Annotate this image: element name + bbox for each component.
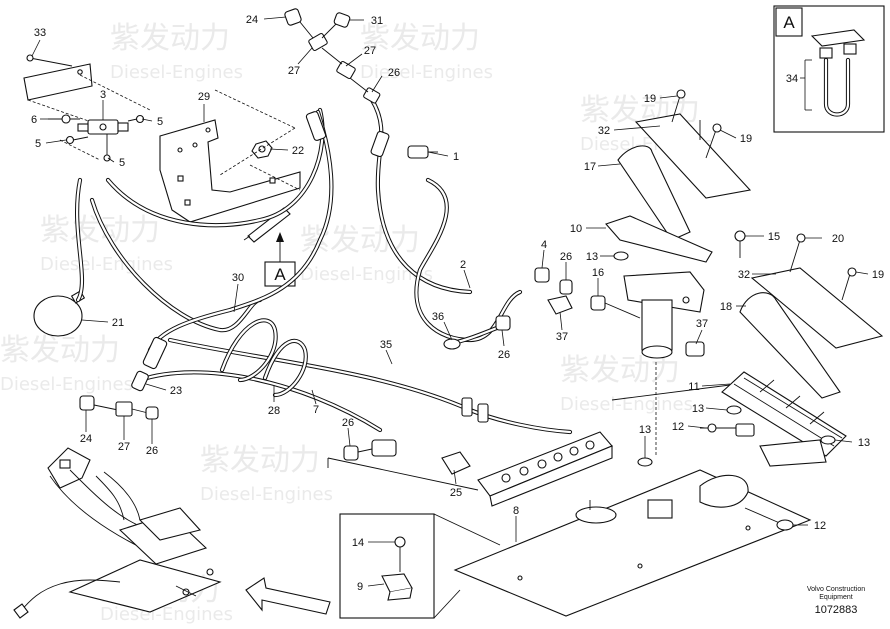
callout-31: 31	[371, 15, 383, 27]
callout-37: 37	[556, 331, 568, 343]
watermark-sub: Diesel-Engines	[110, 62, 243, 83]
callout-17: 17	[584, 161, 596, 173]
callout-26: 26	[146, 445, 158, 457]
machine-overview	[13, 447, 222, 619]
manifold-block	[327, 384, 731, 507]
footer-company: Volvo Construction	[807, 586, 865, 593]
callout-5: 5	[157, 116, 163, 128]
footer-info: Volvo Construction Equipment 1072883	[807, 586, 865, 616]
callout-26: 26	[498, 349, 510, 361]
callout-37: 37	[696, 318, 708, 330]
callout-12: 12	[672, 421, 684, 433]
callout-20: 20	[832, 233, 844, 245]
view-a-marker: A	[264, 232, 296, 287]
pedal-cover	[634, 113, 752, 199]
callout-19: 19	[644, 93, 656, 105]
middle-fittings	[79, 267, 641, 475]
pedal-tread	[721, 371, 847, 457]
callout-28: 28	[268, 405, 280, 417]
callout-7: 7	[313, 404, 319, 416]
callout-12: 12	[814, 520, 826, 532]
callout-35: 35	[380, 339, 392, 351]
callout-19: 19	[740, 133, 752, 145]
left-valve-group	[23, 54, 301, 337]
callout-23: 23	[170, 385, 182, 397]
bracket-plate	[159, 119, 301, 223]
callout-24: 24	[80, 433, 92, 445]
mounting-plate	[23, 63, 93, 101]
callout-16: 16	[592, 267, 604, 279]
callout-15: 15	[768, 231, 780, 243]
footer-company-sub: Equipment	[819, 594, 853, 601]
callout-26: 26	[388, 67, 400, 79]
detail-view-a: A	[773, 5, 885, 133]
lower-pedal-assembly	[700, 233, 884, 467]
callout-27: 27	[364, 45, 376, 57]
callout-22: 22	[292, 145, 304, 157]
callout-19: 19	[872, 269, 884, 281]
callout-14: 14	[352, 537, 364, 549]
watermark-sub: Diesel-Engines	[560, 394, 693, 415]
floor-plate	[453, 457, 812, 617]
callout-32: 32	[738, 269, 750, 281]
callout-33: 33	[34, 27, 46, 39]
callout-9: 9	[357, 581, 363, 593]
callout-10: 10	[570, 223, 582, 235]
callout-11: 11	[688, 381, 699, 393]
callout-8: 8	[513, 505, 519, 517]
watermark-brand: 紫发动力	[110, 21, 230, 56]
callout-21: 21	[112, 317, 124, 329]
callout-1: 1	[453, 151, 459, 163]
callout-26: 26	[560, 251, 572, 263]
upper-pedal-assembly	[605, 89, 752, 455]
callout-32: 32	[598, 125, 610, 137]
callout-13: 13	[858, 437, 870, 449]
drawing-number: 1072883	[815, 604, 858, 616]
accumulator-sphere	[33, 295, 83, 337]
callout-4: 4	[541, 239, 547, 251]
callout-27: 27	[288, 65, 300, 77]
callout-5: 5	[119, 157, 125, 169]
detail-box-fasteners	[339, 513, 501, 619]
callout-13: 13	[586, 251, 598, 263]
detail-a-letter: A	[783, 13, 795, 32]
fastener-detail-frame	[339, 513, 435, 619]
callout-24: 24	[246, 14, 258, 26]
callout-3: 3	[100, 89, 106, 101]
callout-13: 13	[692, 403, 704, 415]
pointer-arrow	[245, 577, 331, 615]
callout-labels: 33 24 31 27 27 26 3 29 6 5 5 5 22 1 21 3…	[31, 14, 884, 593]
view-a-letter: A	[274, 265, 286, 284]
watermark-brand: 紫发动力	[200, 443, 320, 478]
callout-27: 27	[118, 441, 130, 453]
hose-lines	[75, 97, 573, 435]
leader-lines	[31, 16, 869, 587]
callout-2: 2	[460, 259, 466, 271]
watermark-sub: Diesel-Engines	[100, 604, 233, 625]
watermark-sub: Diesel-Engines	[360, 62, 493, 83]
watermark-sub: Diesel-Engines	[300, 264, 433, 285]
watermark-sub: Diesel-Engines	[200, 484, 333, 505]
callout-36: 36	[432, 311, 444, 323]
watermark-brand: 紫发动力	[0, 333, 120, 368]
callout-5: 5	[35, 138, 41, 150]
callout-18: 18	[720, 301, 732, 313]
watermark-sub: Diesel-Engines	[40, 254, 173, 275]
callout-25: 25	[450, 487, 462, 499]
pedal-cover	[750, 267, 884, 349]
pedal-base	[605, 215, 713, 263]
callout-34: 34	[786, 73, 798, 85]
callout-26: 26	[342, 417, 354, 429]
callout-30: 30	[232, 272, 244, 284]
top-fittings	[284, 8, 438, 159]
watermark-brand: 紫发动力	[360, 21, 480, 56]
callout-6: 6	[31, 114, 37, 126]
watermark-brand: 紫发动力	[560, 353, 680, 388]
watermark-sub: Diesel-Engines	[0, 374, 133, 395]
callout-13: 13	[639, 424, 651, 436]
callout-29: 29	[198, 91, 210, 103]
